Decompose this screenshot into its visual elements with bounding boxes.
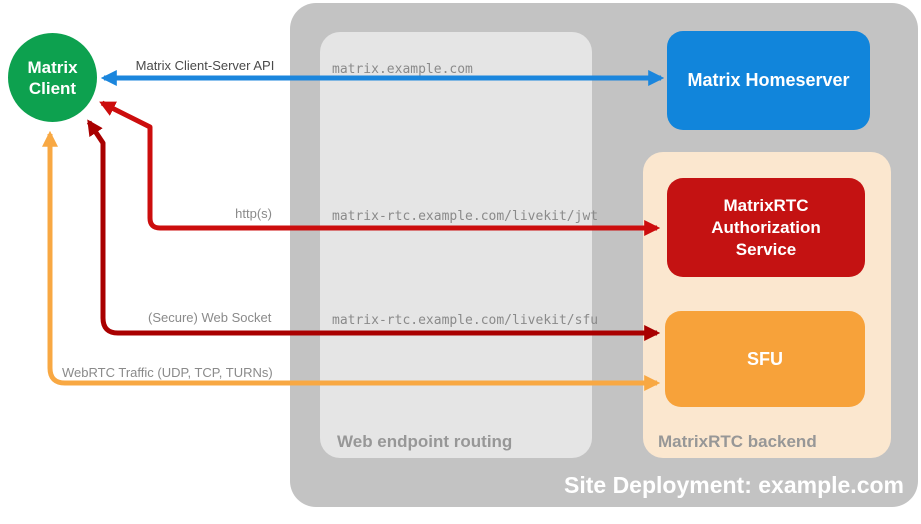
endpoint-url-livekit-sfu: matrix-rtc.example.com/livekit/sfu [332, 313, 599, 328]
site-deployment-label: Site Deployment: example.com [564, 472, 904, 498]
webrtc-arrow-label: WebRTC Traffic (UDP, TCP, TURNs) [62, 365, 273, 380]
matrixrtc-authorization-service-label: MatrixRTC Authorization Service [711, 195, 821, 259]
sfu-node: SFU [665, 311, 865, 407]
matrix-homeserver-label: Matrix Homeserver [687, 70, 850, 90]
endpoint-url-livekit-jwt: matrix-rtc.example.com/livekit/jwt [332, 209, 599, 224]
http-arrow-label: http(s) [235, 206, 272, 221]
web-endpoint-routing-container: Web endpoint routing [320, 32, 592, 458]
matrix-client-label: Matrix Client [27, 57, 78, 98]
matrix-homeserver-node: Matrix Homeserver [667, 31, 870, 130]
websocket-arrow-label: (Secure) Web Socket [148, 310, 272, 325]
web-endpoint-routing-label: Web endpoint routing [337, 432, 513, 451]
matrix-client-node: Matrix Client [8, 33, 97, 122]
endpoint-url-homeserver: matrix.example.com [332, 62, 473, 77]
sfu-label: SFU [747, 348, 783, 369]
matrixrtc-authorization-service-node: MatrixRTC Authorization Service [667, 178, 865, 277]
matrixrtc-backend-label: MatrixRTC backend [658, 432, 817, 451]
cs-api-arrow-label: Matrix Client-Server API [135, 58, 275, 73]
